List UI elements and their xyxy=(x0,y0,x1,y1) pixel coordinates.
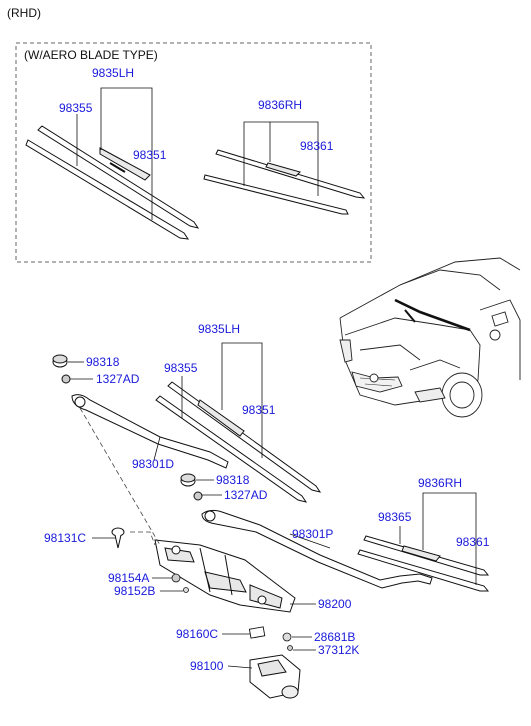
inset-title: (W/AERO BLADE TYPE) xyxy=(24,48,158,62)
bolt-part-number[interactable]: 98131C xyxy=(44,531,87,545)
inset-left-blade-drawing xyxy=(25,125,200,240)
main-right-blade-part-number[interactable]: 98361 xyxy=(456,535,490,549)
main-right-blade-drawing xyxy=(357,535,490,592)
inset-right-leaders xyxy=(243,121,319,196)
nut-lower-part-number[interactable]: 1327AD xyxy=(224,488,268,502)
car-illustration xyxy=(339,257,521,418)
cap-upper-part-number[interactable]: 98318 xyxy=(86,355,120,369)
screw-drawing xyxy=(287,645,293,651)
variant-label: (RHD) xyxy=(7,6,41,20)
motor-drawing xyxy=(249,654,301,699)
inset-right-assy-part-number[interactable]: 9836RH xyxy=(258,98,303,112)
main-part-leaders xyxy=(68,361,331,669)
nut-upper-part-number[interactable]: 1327AD xyxy=(96,372,140,386)
main-left-blade-part-number[interactable]: 98351 xyxy=(242,403,276,417)
grommet-drawing xyxy=(282,632,292,642)
main-left-blade-drawing xyxy=(155,381,322,503)
right-wiper-arm-drawing xyxy=(201,509,433,589)
screw-part-number[interactable]: 37312K xyxy=(318,643,360,657)
arm-right-part-number[interactable]: 98301P xyxy=(292,527,334,541)
main-right-assy-part-number[interactable]: 9836RH xyxy=(418,476,463,490)
left-wiper-arm-drawing xyxy=(71,394,229,469)
caps-and-nuts-drawing xyxy=(52,354,203,501)
main-left-assy-part-number[interactable]: 9835LH xyxy=(198,322,241,336)
inset-right-blade-drawing xyxy=(203,149,366,215)
bolt-drawing xyxy=(111,527,125,549)
bushing-drawing xyxy=(171,573,181,583)
cap-lower-part-number[interactable]: 98318 xyxy=(216,473,250,487)
motor-part-number[interactable]: 98100 xyxy=(190,659,224,673)
washer-part-number[interactable]: 98152B xyxy=(114,584,156,598)
inset-left-arm-part-number[interactable]: 98355 xyxy=(59,101,93,115)
aero-blade-inset-frame xyxy=(15,42,372,263)
grommet-part-number[interactable]: 28681B xyxy=(314,630,356,644)
inset-left-leaders xyxy=(76,87,153,220)
main-right-leaders xyxy=(399,492,477,585)
main-left-arm-part-number[interactable]: 98355 xyxy=(164,361,198,375)
inset-left-assy-part-number[interactable]: 9835LH xyxy=(92,66,135,80)
bushing-part-number[interactable]: 98154A xyxy=(108,571,150,585)
inset-left-blade-part-number[interactable]: 98351 xyxy=(133,148,167,162)
arm-left-part-number[interactable]: 98301D xyxy=(132,457,175,471)
connector-drawing xyxy=(248,626,266,639)
linkage-part-number[interactable]: 98200 xyxy=(318,597,352,611)
main-left-leaders xyxy=(181,342,263,458)
main-right-arm-part-number[interactable]: 98365 xyxy=(378,510,412,524)
connector-part-number[interactable]: 98160C xyxy=(176,627,219,641)
washer-drawing xyxy=(183,587,189,593)
phantom-lines xyxy=(79,407,161,546)
inset-right-blade-part-number[interactable]: 98361 xyxy=(300,139,334,153)
